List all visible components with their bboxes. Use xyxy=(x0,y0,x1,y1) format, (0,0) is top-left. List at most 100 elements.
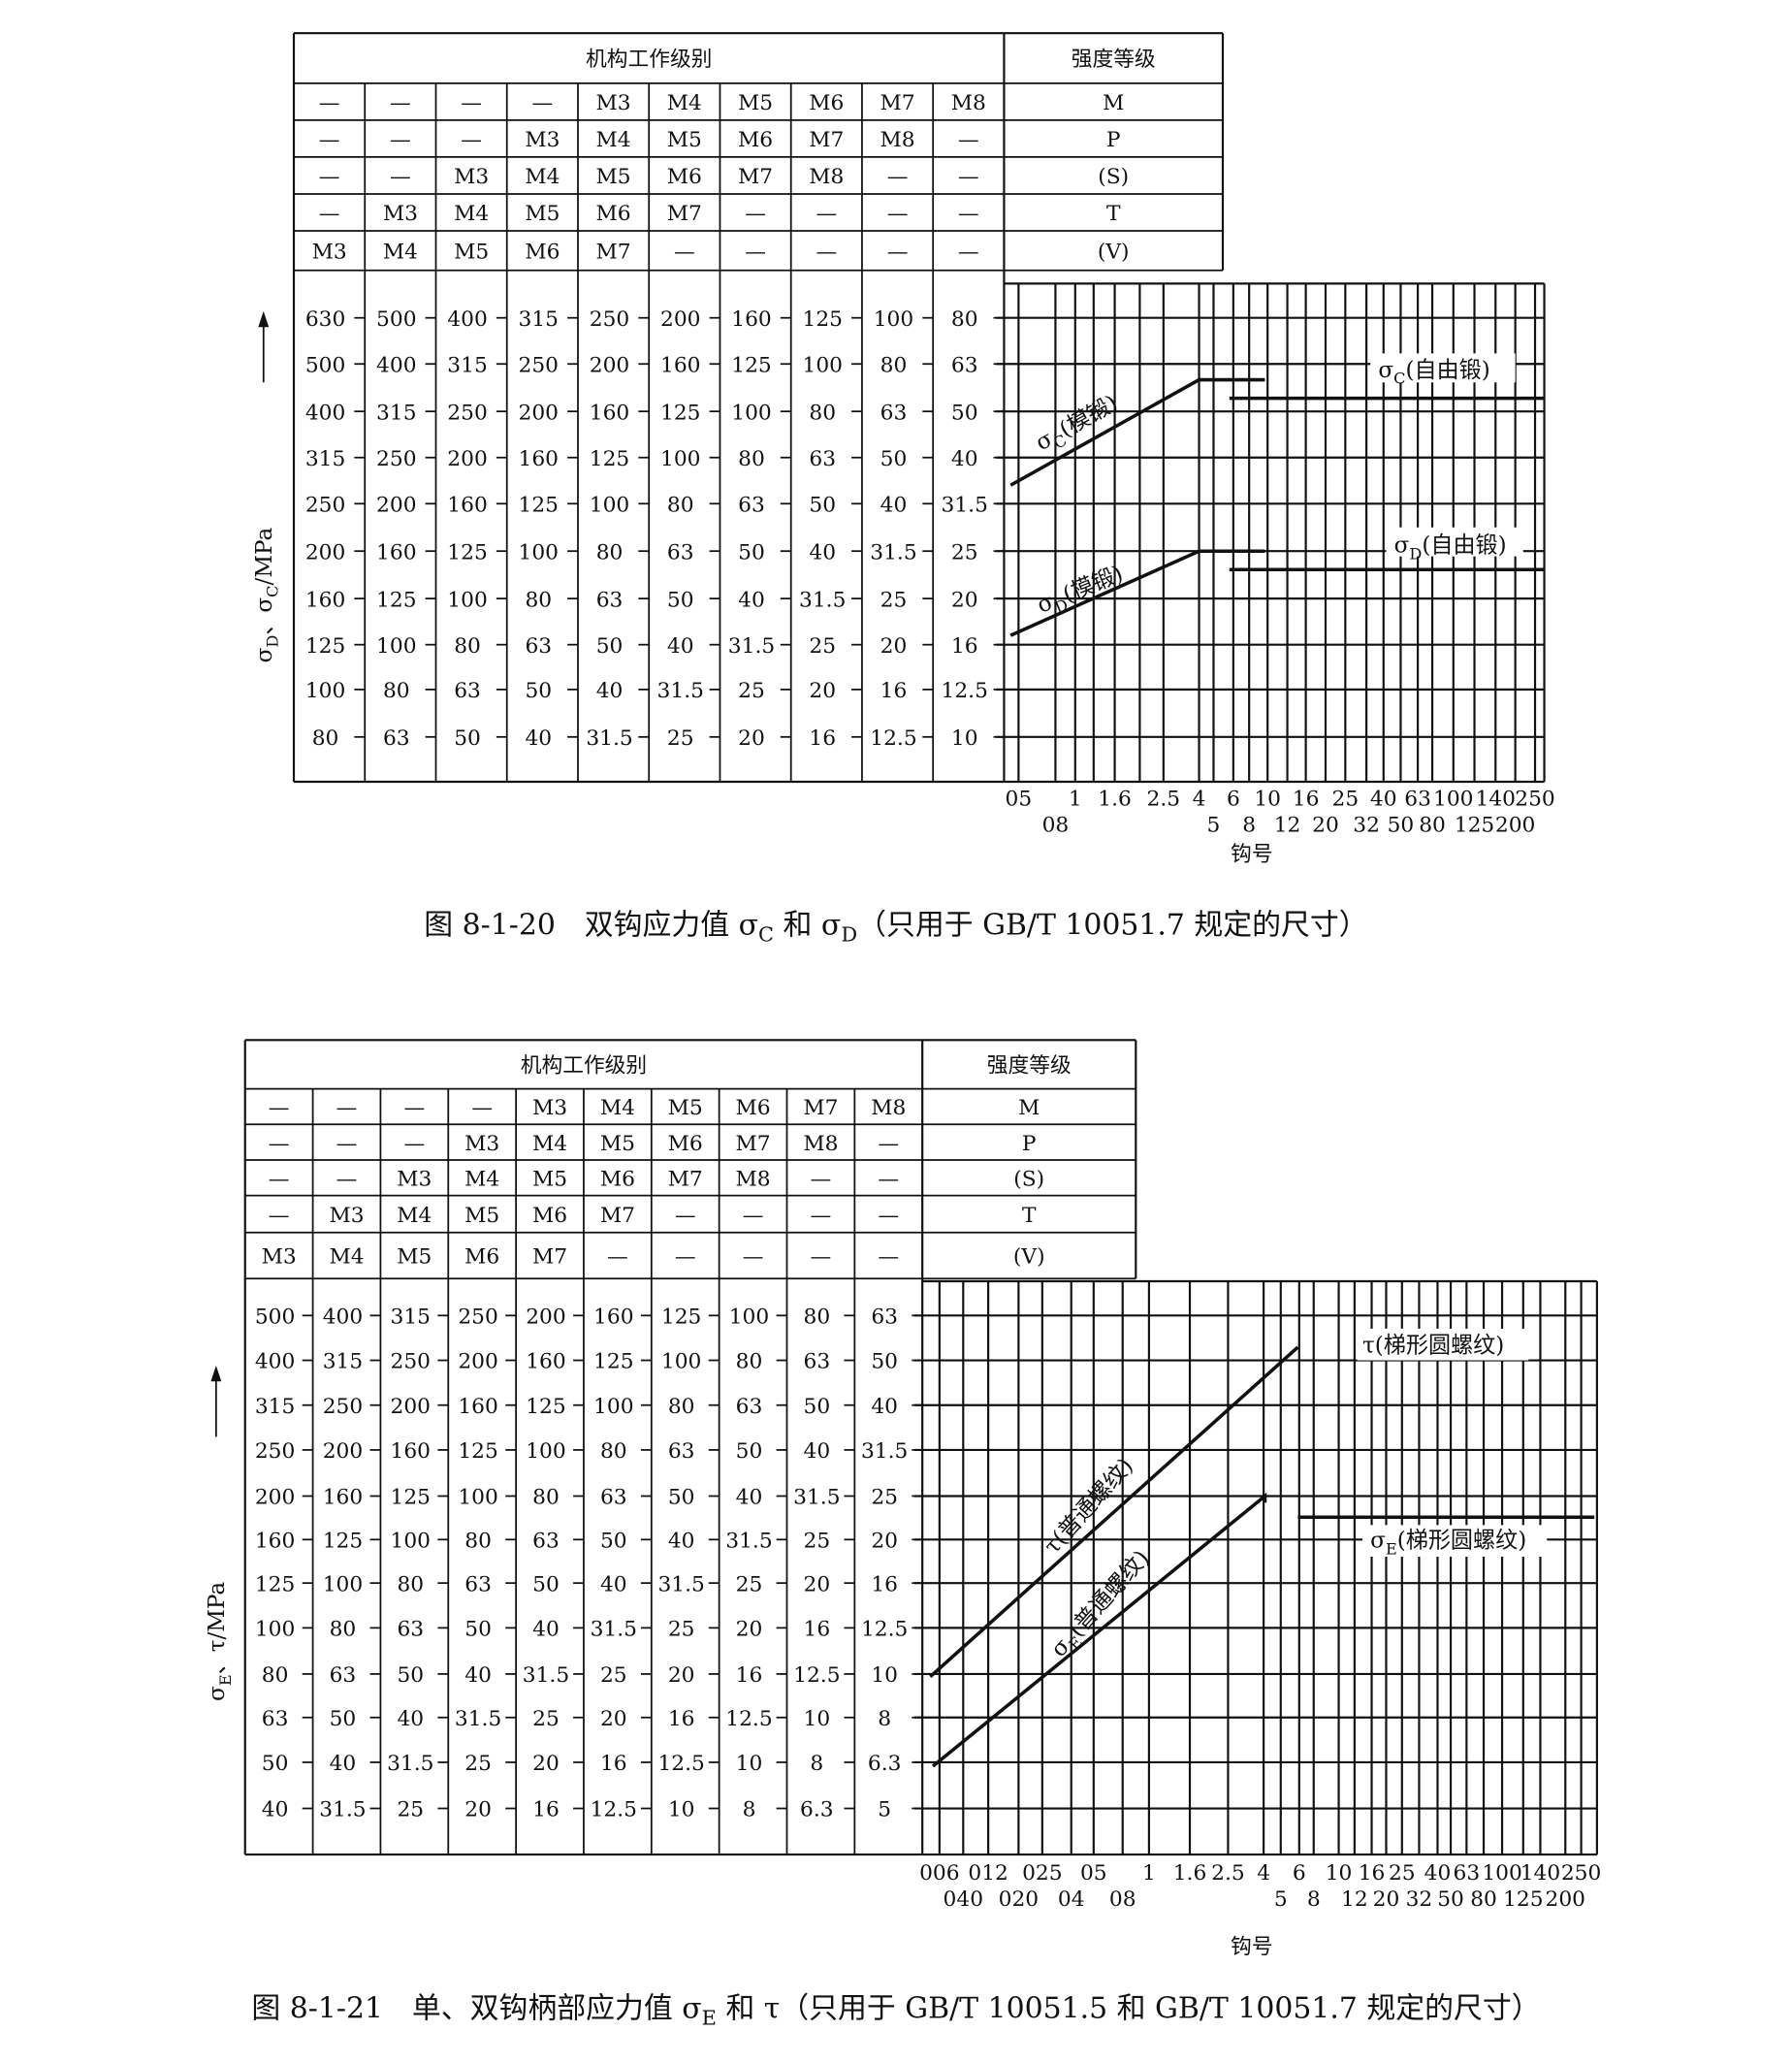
grade-cell: — xyxy=(745,202,766,226)
text-part: 图 8-1-20 双钩应力值 xyxy=(424,909,738,943)
stress-value: 10 xyxy=(668,1798,695,1822)
x-tick-label: 025 xyxy=(1022,1861,1062,1886)
grade-cell: — xyxy=(811,1204,832,1228)
x-tick-label: 4 xyxy=(1257,1861,1270,1886)
text-part: σ xyxy=(205,1686,230,1701)
x-tick-label: 32 xyxy=(1406,1887,1433,1912)
label-background xyxy=(1386,527,1523,557)
strength-cell: T xyxy=(1106,202,1121,226)
stress-value: 31.5 xyxy=(591,1618,637,1642)
stress-value: 40 xyxy=(262,1798,289,1822)
x-tick-label: 50 xyxy=(1388,814,1415,838)
subscript: C xyxy=(758,922,774,946)
stress-value: 40 xyxy=(738,588,765,612)
x-tick-label: 10 xyxy=(1254,787,1281,811)
stress-value: 63 xyxy=(804,1350,831,1374)
text-part: 、σ xyxy=(252,597,277,635)
grade-cell: M8 xyxy=(736,1167,771,1191)
strength-cell: (V) xyxy=(1098,241,1130,265)
stress-value: 31.5 xyxy=(725,1529,772,1553)
stress-value: 80 xyxy=(532,1486,560,1510)
strength-cell: (S) xyxy=(1013,1167,1044,1191)
stress-value: 315 xyxy=(255,1395,295,1419)
grade-cell: M3 xyxy=(532,1096,567,1120)
stress-value: 200 xyxy=(519,401,559,425)
x-tick-label: 6 xyxy=(1293,1861,1306,1886)
x-tick-label: 20 xyxy=(1373,1887,1400,1912)
stress-value: 10 xyxy=(951,726,978,751)
stress-value: 25 xyxy=(880,588,908,612)
stress-value: 63 xyxy=(262,1707,289,1731)
text-part: (梯形圆螺纹) xyxy=(1375,1333,1504,1358)
text-part: σ xyxy=(739,909,758,943)
stress-value: 50 xyxy=(871,1350,898,1374)
header-strength-grade: 强度等级 xyxy=(1072,48,1156,72)
x-tick-label: 05 xyxy=(1006,787,1033,811)
grade-cell: M3 xyxy=(383,202,418,226)
x-tick-label: 16 xyxy=(1293,787,1320,811)
stress-value: 63 xyxy=(600,1486,627,1510)
stress-value: 50 xyxy=(454,726,481,751)
stress-value: 25 xyxy=(668,1618,695,1642)
stress-value: 200 xyxy=(305,540,345,564)
stress-value: 10 xyxy=(804,1707,831,1731)
stress-value: 20 xyxy=(951,588,978,612)
x-tick-label: 50 xyxy=(1437,1887,1464,1912)
stress-value: 125 xyxy=(447,540,487,564)
stress-value: 25 xyxy=(667,726,694,751)
stress-value: 25 xyxy=(871,1486,898,1510)
stress-value: 16 xyxy=(736,1663,763,1688)
x-tick-label: 12 xyxy=(1274,814,1301,838)
stress-value: 400 xyxy=(255,1350,295,1374)
stress-value: 80 xyxy=(596,540,624,564)
stress-value: 6.3 xyxy=(800,1798,834,1822)
stress-value: 31.5 xyxy=(793,1486,840,1510)
stress-value: 400 xyxy=(323,1305,363,1329)
grade-cell: — xyxy=(958,202,979,226)
grade-cell: — xyxy=(887,241,909,265)
stress-value: 63 xyxy=(464,1572,492,1596)
stress-value: 125 xyxy=(255,1572,295,1596)
stress-value: 80 xyxy=(454,634,481,659)
grade-cell: M3 xyxy=(525,128,560,152)
grade-cell: M5 xyxy=(525,202,560,226)
text-part: (自由锻) xyxy=(1422,533,1506,559)
stress-value: 80 xyxy=(397,1572,424,1596)
stress-value: 50 xyxy=(736,1439,763,1464)
stress-value: 80 xyxy=(880,353,908,377)
grade-cell: — xyxy=(878,1167,899,1191)
grade-cell: M3 xyxy=(312,241,347,265)
stress-value: 40 xyxy=(804,1439,831,1464)
stress-value: 50 xyxy=(397,1663,424,1688)
grade-cell: M6 xyxy=(464,1245,499,1270)
stress-curve xyxy=(1009,549,1265,637)
curve-label: σE(梯形圆螺纹) xyxy=(1370,1528,1526,1558)
stress-value: 125 xyxy=(660,401,700,425)
text-part: 和 xyxy=(774,909,821,943)
stress-value: 50 xyxy=(738,540,765,564)
stress-value: 40 xyxy=(464,1663,492,1688)
grade-cell: — xyxy=(461,91,482,115)
x-tick-label: 40 xyxy=(1370,787,1397,811)
text-part: 图 8-1-21 单、双钩柄部应力值 xyxy=(251,1992,682,2026)
stress-value: 500 xyxy=(255,1305,295,1329)
stress-value: 16 xyxy=(880,679,908,703)
stress-value: 80 xyxy=(312,726,339,751)
stress-value: 25 xyxy=(532,1707,560,1731)
stress-value: 31.5 xyxy=(455,1707,501,1731)
strength-cell: M xyxy=(1018,1096,1040,1120)
stress-value: 250 xyxy=(376,447,416,471)
grade-cell: M7 xyxy=(532,1245,567,1270)
stress-value: 8 xyxy=(810,1752,823,1776)
stress-value: 160 xyxy=(590,401,629,425)
strength-cell: P xyxy=(1022,1132,1037,1156)
x-tick-label: 040 xyxy=(944,1887,983,1912)
grade-cell: M3 xyxy=(397,1167,432,1191)
x-axis-label: 钩号 xyxy=(1231,1935,1272,1959)
x-tick-label: 012 xyxy=(968,1861,1008,1886)
grade-cell: M7 xyxy=(668,1167,703,1191)
